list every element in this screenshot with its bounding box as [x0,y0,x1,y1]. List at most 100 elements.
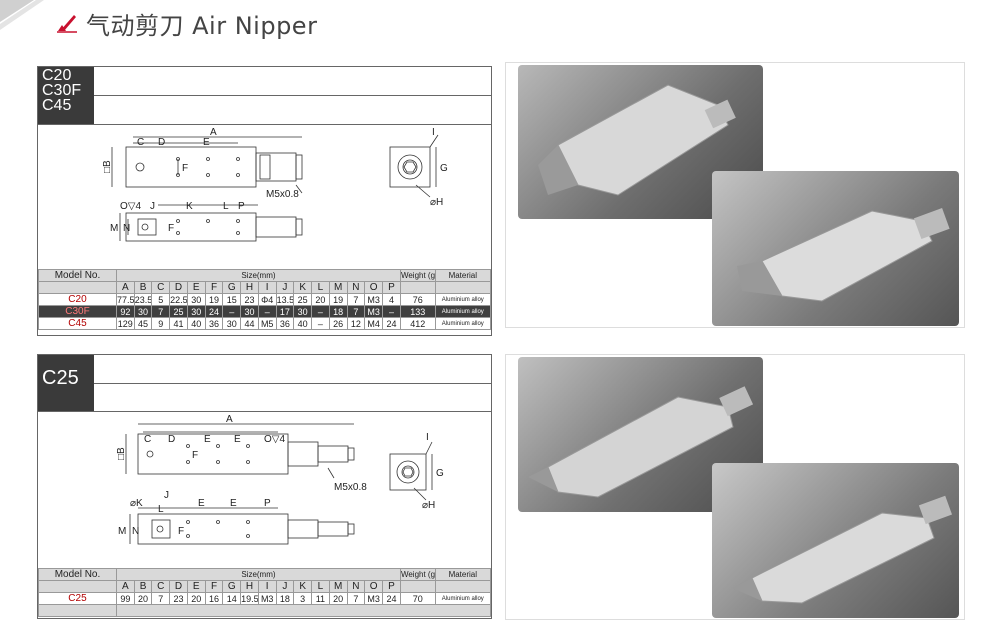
dim-label-a: A [210,127,217,138]
value-cell: 7 [346,293,366,306]
column-header: A [115,281,135,294]
material-header: Material [434,269,492,282]
dim-label-f2: F [178,526,184,537]
corner-decoration [0,0,44,30]
value-cell: 41 [169,317,188,330]
dim-label-e: E [203,137,210,148]
dim-label-b: □B [102,160,113,173]
value-cell: – [311,317,330,330]
value-cell: 30 [133,305,153,318]
product-photo [712,463,959,618]
technical-drawing: A C D E □B F M5x0.8 O▽4 J K L P M N F I … [38,125,491,267]
dim-label-p: P [264,498,271,509]
column-header: J [275,580,295,593]
dimension-drawing: A C D E □B F M5x0.8 O▽4 J K L P M N F I … [102,127,448,242]
column-header: M [328,281,348,294]
dim-label-i: I [426,432,429,443]
dim-label-d: D [158,137,165,148]
value-cell: 3 [293,592,313,605]
value-cell: 25 [169,305,188,318]
dim-label-j: J [150,201,155,212]
value-cell: 22.5 [169,293,188,306]
dim-label-e2: E [234,434,241,445]
column-header: L [311,281,330,294]
dim-label-h: ⌀H [430,197,443,208]
value-cell: 45 [133,317,153,330]
value-cell: – [311,305,330,318]
column-header: N [346,580,366,593]
column-header: F [204,580,224,593]
dim-label-k: ⌀K [130,498,143,509]
column-header: O [364,580,383,593]
dim-label-c: C [137,137,144,148]
value-cell: 30 [240,305,259,318]
value-cell: M3 [257,592,277,605]
page-header: 气动剪刀 Air Nipper [56,8,317,40]
column-header: N [346,281,366,294]
value-cell: 99 [115,592,135,605]
value-cell: M3 [364,293,383,306]
dim-label-l: L [158,504,164,515]
value-cell: – [257,305,277,318]
product-photo [518,357,763,512]
dim-label-m: M [118,526,126,537]
column-header: G [222,281,242,294]
column-header: L [311,580,330,593]
spec-table: Model No. Size(mm) Weight (g) Material A… [38,269,492,330]
column-header: E [186,281,206,294]
dim-label-h: ⌀H [422,500,435,511]
weight-header: Weight (g) [399,568,436,581]
value-cell: 30 [186,305,206,318]
value-cell: 9 [151,317,171,330]
value-cell: 26 [328,317,348,330]
value-cell: 19 [328,293,348,306]
dim-label-n: N [123,223,130,234]
column-header: B [133,281,153,294]
column-header: I [257,580,277,593]
value-cell: 92 [115,305,135,318]
value-cell: 7 [346,305,366,318]
dim-label-m: M [110,223,118,234]
value-cell: 12 [346,317,366,330]
dim-label-a: A [226,414,233,425]
value-cell: M4 [364,317,383,330]
column-header: I [257,281,277,294]
dim-label-k: K [186,201,193,212]
spec-panel-c25: C25 [37,354,492,619]
divider [38,124,491,125]
column-header: A [115,580,135,593]
model-tag: C20 C30F C45 [38,67,94,124]
value-cell: 20 [186,592,206,605]
spec-table: Model No. Size(mm) Weight (g) Material A… [38,568,492,617]
table-header-row: Model No. Size(mm) Weight (g) Material [38,269,492,282]
model-cell: C30F [38,305,117,318]
model-header: Model No. [38,269,117,282]
value-cell: 30 [222,317,242,330]
value-cell: 44 [240,317,259,330]
model-name: C25 [42,367,79,389]
thread-label: M5x0.8 [266,189,299,200]
model-name: C20 [42,67,72,84]
value-cell: 4 [381,293,401,306]
product-photo-box [505,62,965,328]
column-header: J [275,281,295,294]
value-cell: 11 [311,592,330,605]
product-photo [712,171,959,326]
value-cell: 40 [186,317,206,330]
model-cell: C20 [38,293,117,306]
dim-label-b: □B [116,447,127,460]
value-cell: 36 [275,317,295,330]
technical-drawing: A C D E E O▽4 □B F M5x0.8 ⌀K J L E E P M… [38,412,491,562]
dim-label-c: C [144,434,151,445]
column-header: H [240,281,259,294]
value-cell: M3 [364,305,383,318]
dim-label-n: N [132,526,139,537]
weight-cell: 412 [399,317,436,330]
dim-label-j: J [164,490,169,501]
divider [94,383,491,384]
material-cell: Aluminium alloy [434,317,492,330]
dim-label-f: F [182,163,188,174]
dim-label-i: I [432,127,435,138]
dimension-drawing: A C D E E O▽4 □B F M5x0.8 ⌀K J L E E P M… [116,414,444,545]
model-header: Model No. [38,568,117,581]
